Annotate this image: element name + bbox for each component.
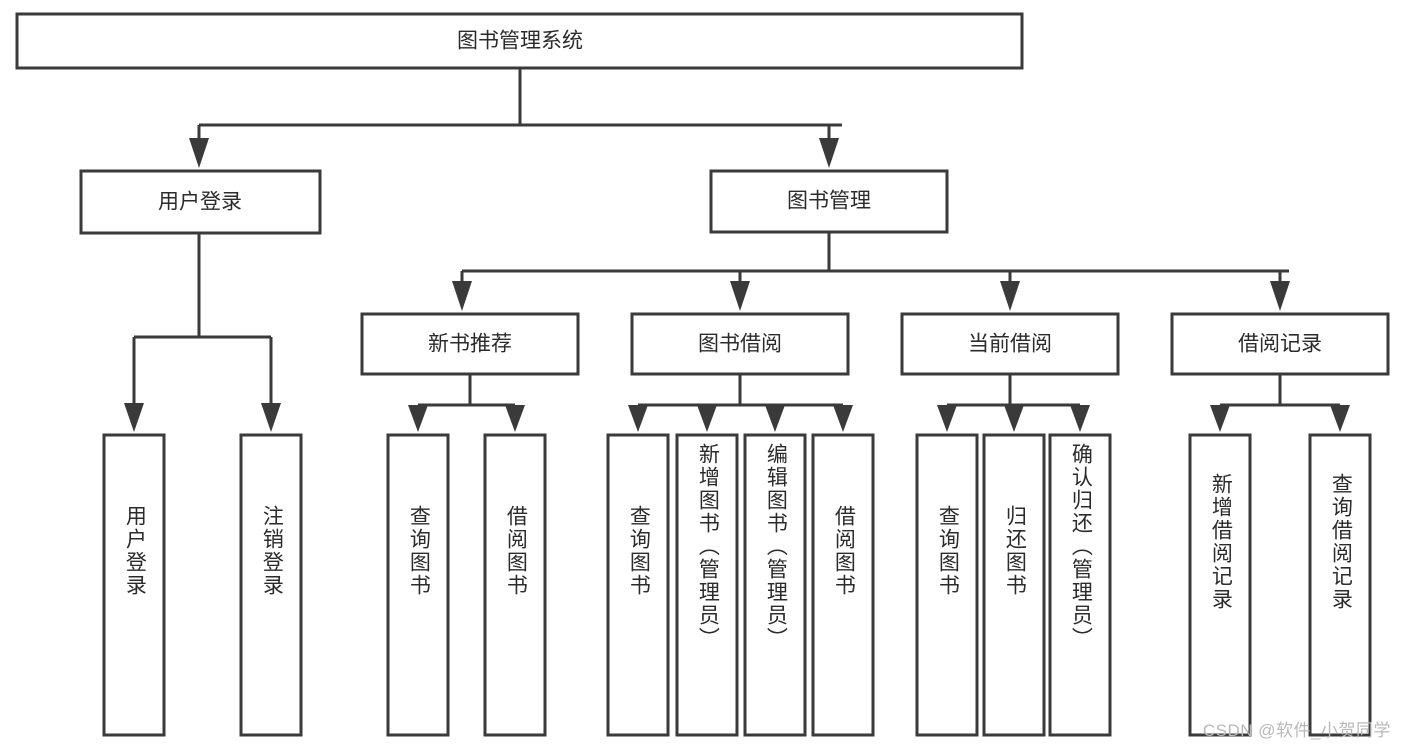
node-borrow-record-box[interactable] (1170, 312, 1390, 376)
connector-group-new-book-recommend (408, 374, 525, 432)
node-current-borrow-box[interactable] (900, 312, 1120, 376)
connector-group-user-login (124, 233, 281, 432)
arrow-head-leaf-query-book-3 (937, 405, 957, 432)
arrow-head-leaf-borrow-book-1 (505, 405, 525, 432)
connector-group-book-manage (452, 232, 1290, 311)
node-root[interactable]: 图书管理系统 (15, 12, 1024, 70)
node-new-book-recommend-label: 新书推荐 (428, 333, 512, 356)
connector-group-borrow-record (1210, 374, 1350, 432)
leaf-box-confirm-return[interactable] (1048, 433, 1112, 737)
arrow-head-leaf-add-book (697, 405, 717, 432)
arrow-head-leaf-query-record (1330, 405, 1350, 432)
node-book-borrow-label: 图书借阅 (698, 333, 782, 356)
arrow-head-leaf-return-book (1004, 405, 1024, 432)
node-current-borrow-label: 当前借阅 (968, 333, 1052, 356)
leaf-box-return-book[interactable] (982, 433, 1046, 737)
node-root-label: 图书管理系统 (457, 30, 583, 53)
watermark-text: CSDN @软件_小贺同学 (1202, 721, 1391, 740)
node-current-borrow[interactable]: 当前借阅 (900, 312, 1120, 376)
leaf-box-query-book-1[interactable] (386, 433, 450, 737)
arrow-head-leaf-confirm-return (1070, 405, 1090, 432)
node-user-login-label: 用户登录 (158, 191, 242, 214)
arrow-head-leaf-user-login (124, 403, 144, 432)
leaf-box-query-record[interactable] (1308, 433, 1372, 737)
connector-group-current-borrow (937, 374, 1090, 432)
arrow-head-leaf-edit-book (765, 405, 785, 432)
arrow-head-current-borrow (1000, 281, 1020, 311)
leaf-box-borrow-book-2[interactable] (811, 433, 875, 737)
node-root-box[interactable] (15, 12, 1024, 70)
node-user-login[interactable]: 用户登录 (79, 169, 322, 235)
node-book-manage-label: 图书管理 (787, 190, 871, 213)
node-book-borrow[interactable]: 图书借阅 (630, 312, 850, 376)
leaf-box-borrow-book-1[interactable] (483, 433, 547, 737)
arrow-head-borrow-record (1270, 281, 1290, 311)
node-new-book-recommend[interactable]: 新书推荐 (360, 312, 580, 376)
connector-group-root (189, 68, 842, 168)
leaf-boxes (102, 433, 1372, 737)
arrow-head-leaf-query-book-2 (628, 405, 648, 432)
leaf-box-add-book[interactable] (675, 433, 739, 737)
arrow-head-user-login (189, 138, 209, 168)
arrow-head-book-manage (819, 138, 839, 168)
leaf-box-edit-book[interactable] (743, 433, 807, 737)
arrow-head-leaf-add-record (1210, 405, 1230, 432)
arrow-head-new-book-recommend (452, 281, 472, 311)
leaf-box-query-book-3[interactable] (915, 433, 979, 737)
node-book-manage-box[interactable] (709, 169, 949, 234)
arrow-head-leaf-borrow-book-2 (833, 405, 853, 432)
arrow-head-leaf-user-logout (261, 403, 281, 432)
node-new-book-recommend-box[interactable] (360, 312, 580, 376)
leaf-box-user-logout[interactable] (239, 433, 303, 737)
arrow-head-book-borrow (730, 281, 750, 311)
node-borrow-record-label: 借阅记录 (1238, 333, 1322, 356)
leaf-box-add-record[interactable] (1188, 433, 1252, 737)
node-book-manage[interactable]: 图书管理 (709, 169, 949, 234)
node-book-borrow-box[interactable] (630, 312, 850, 376)
connector-group-book-borrow (628, 374, 853, 432)
leaf-box-query-book-2[interactable] (606, 433, 670, 737)
arrow-head-leaf-query-book-1 (408, 405, 428, 432)
leaf-box-user-login[interactable] (102, 433, 166, 737)
node-borrow-record[interactable]: 借阅记录 (1170, 312, 1390, 376)
node-user-login-box[interactable] (79, 169, 322, 235)
